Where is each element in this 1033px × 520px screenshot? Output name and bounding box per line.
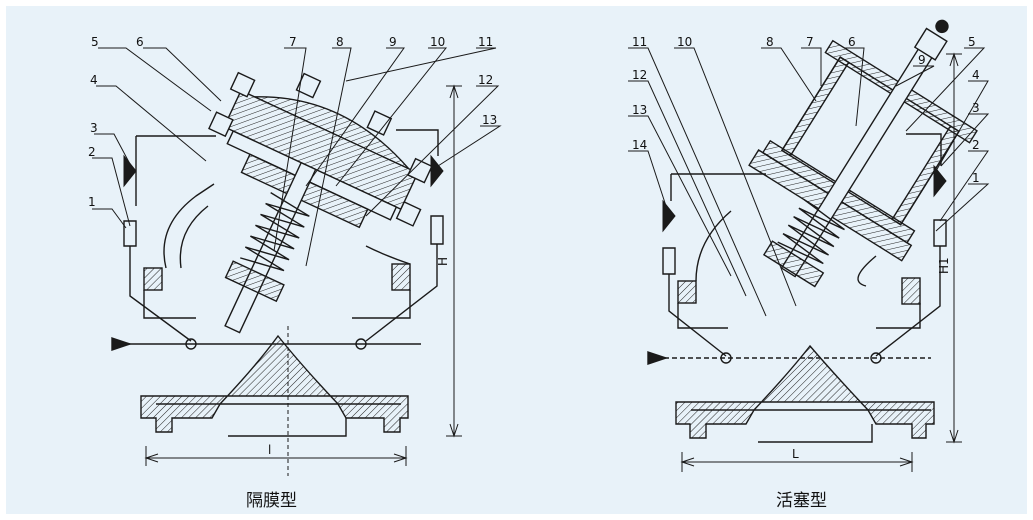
callout-9: 9 [389,35,397,49]
dimension-h1: H1 [937,257,951,274]
callout-3: 3 [972,101,980,115]
callout-13: 13 [482,113,497,127]
callout-8: 8 [766,35,774,49]
callout-14: 14 [632,138,647,152]
dimension-l: L [792,447,799,461]
caption-piston-type: 活塞型 [776,491,827,511]
callout-10: 10 [430,35,445,49]
callout-10: 10 [677,35,692,49]
callout-11: 11 [478,35,493,49]
callout-7: 7 [289,35,297,49]
callout-6: 6 [848,35,856,49]
callout-5: 5 [968,35,976,49]
callout-2: 2 [972,138,980,152]
callout-4: 4 [90,73,98,87]
callout-7: 7 [806,35,814,49]
callout-6: 6 [136,35,144,49]
dimension-h: H [436,257,450,266]
callout-13: 13 [632,103,647,117]
callout-9: 9 [918,53,926,67]
callout-8: 8 [336,35,344,49]
caption-diaphragm-type: 隔膜型 [246,491,297,511]
callout-1: 1 [88,195,96,209]
callout-4: 4 [972,68,980,82]
piston-callouts: 11 10 8 7 6 9 5 12 4 13 3 14 2 1 H1 L [632,35,980,461]
callout-11: 11 [632,35,647,49]
callout-2: 2 [88,145,96,159]
callout-3: 3 [90,121,98,135]
diaphragm-valve [92,47,502,476]
callout-5: 5 [91,35,99,49]
diaphragm-callouts: 5 6 7 8 9 10 11 4 12 3 13 2 1 H l [88,35,497,457]
dimension-l: l [268,443,271,457]
callout-1: 1 [972,171,980,185]
drawing-canvas: 5 6 7 8 9 10 11 4 12 3 13 2 1 H l [6,6,1027,514]
piston-valve [628,19,990,472]
callout-12: 12 [478,73,493,87]
valve-drawings: 5 6 7 8 9 10 11 4 12 3 13 2 1 H l [88,19,990,476]
callout-12: 12 [632,68,647,82]
